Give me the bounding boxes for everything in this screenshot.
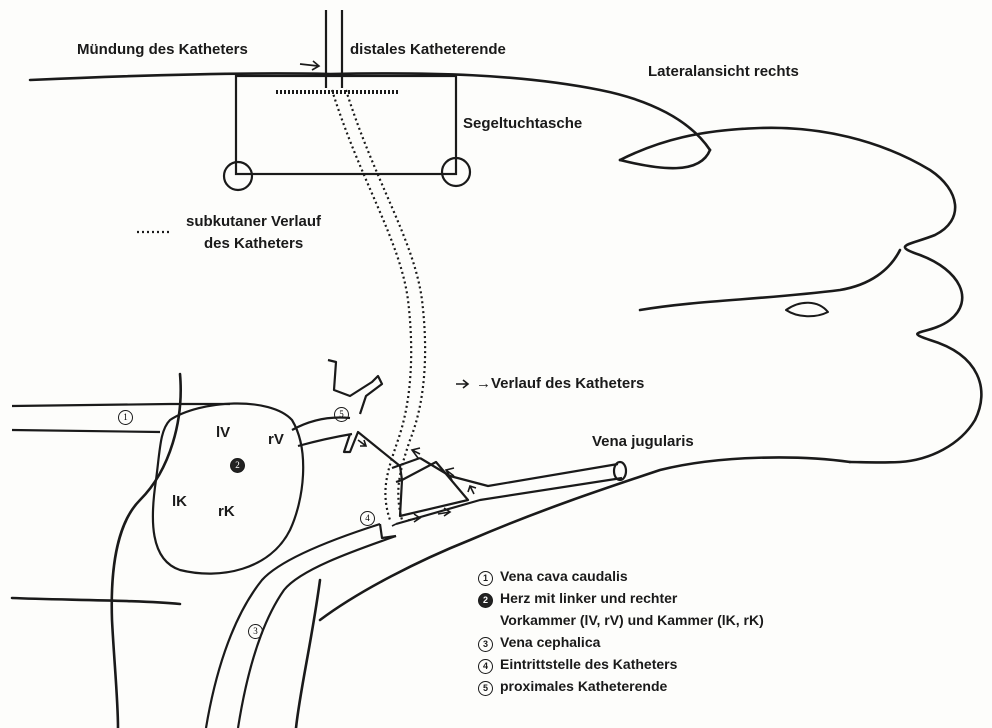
vessel-branch-up [328, 360, 382, 414]
vena-cephalica-join [380, 524, 396, 538]
pocket-ring-left [224, 162, 252, 190]
legend-number: 3 [478, 637, 493, 652]
vena-cava-caudalis-top [12, 404, 230, 406]
legend-text: proximales Katheterende [500, 678, 667, 694]
catheter-course-left [332, 90, 411, 520]
branch-vessel-bottom [298, 434, 352, 446]
vena-cava-caudalis-bottom [12, 430, 160, 432]
junction-triangle [400, 462, 468, 516]
legend-number: 1 [478, 571, 493, 586]
eye [786, 303, 828, 317]
legend-number: 4 [478, 659, 493, 674]
legend-number: 2 [478, 593, 493, 608]
legend-item: 4 Eintrittstelle des Katheters [478, 656, 764, 678]
label-vena-jugularis: Vena jugularis [592, 434, 694, 449]
back-outline [30, 73, 710, 150]
vessel-branch-down [344, 432, 402, 482]
label-lK: lK [172, 494, 187, 509]
marker-3: 3 [248, 624, 263, 639]
label-lV: lV [216, 425, 230, 440]
legend-item: 2 Herz mit linker und rechter [478, 590, 764, 612]
legend-item: 5 proximales Katheterende [478, 678, 764, 700]
limb-line [296, 580, 320, 728]
verlauf-legend-arrow [456, 380, 468, 388]
legend-text: Herz mit linker und rechter [500, 590, 677, 606]
legend-item: Vorkammer (lV, rV) und Kammer (lK, rK) [478, 612, 764, 634]
legend-text: Vena cephalica [500, 634, 600, 650]
legend: 1 Vena cava caudalis 2 Herz mit linker u… [478, 568, 764, 700]
body-line-b [12, 598, 180, 604]
jaw-line [640, 250, 900, 310]
label-muendung: Mündung des Katheters [77, 42, 248, 57]
legend-item: 1 Vena cava caudalis [478, 568, 764, 590]
label-rK: rK [218, 504, 235, 519]
label-subkutaner-verlauf: subkutaner Verlauf [186, 214, 321, 229]
label-rV: rV [268, 432, 284, 447]
marker-4: 4 [360, 511, 375, 526]
vena-jugularis-lower [396, 478, 622, 524]
marker-5: 5 [334, 407, 349, 422]
label-segeltuchtasche: Segeltuchtasche [463, 116, 582, 131]
legend-text: Vorkammer (lV, rV) und Kammer (lK, rK) [500, 612, 764, 628]
marker-1: 1 [118, 410, 133, 425]
legend-item: 3 Vena cephalica [478, 634, 764, 656]
label-lateralansicht: Lateralansicht rechts [648, 64, 799, 79]
vena-cephalica-left [206, 524, 380, 728]
label-distales-katheterende: distales Katheterende [350, 42, 506, 57]
label-subkutaner-verlauf-2: des Katheters [204, 236, 303, 251]
marker-2: 2 [230, 458, 245, 473]
muendung-arrow [300, 64, 318, 66]
label-verlauf-des-katheters: →Verlauf des Katheters [476, 376, 644, 391]
body-line-a [112, 374, 181, 728]
legend-number: 5 [478, 681, 493, 696]
legend-text: Eintrittstelle des Katheters [500, 656, 677, 672]
legend-text: Vena cava caudalis [500, 568, 628, 584]
